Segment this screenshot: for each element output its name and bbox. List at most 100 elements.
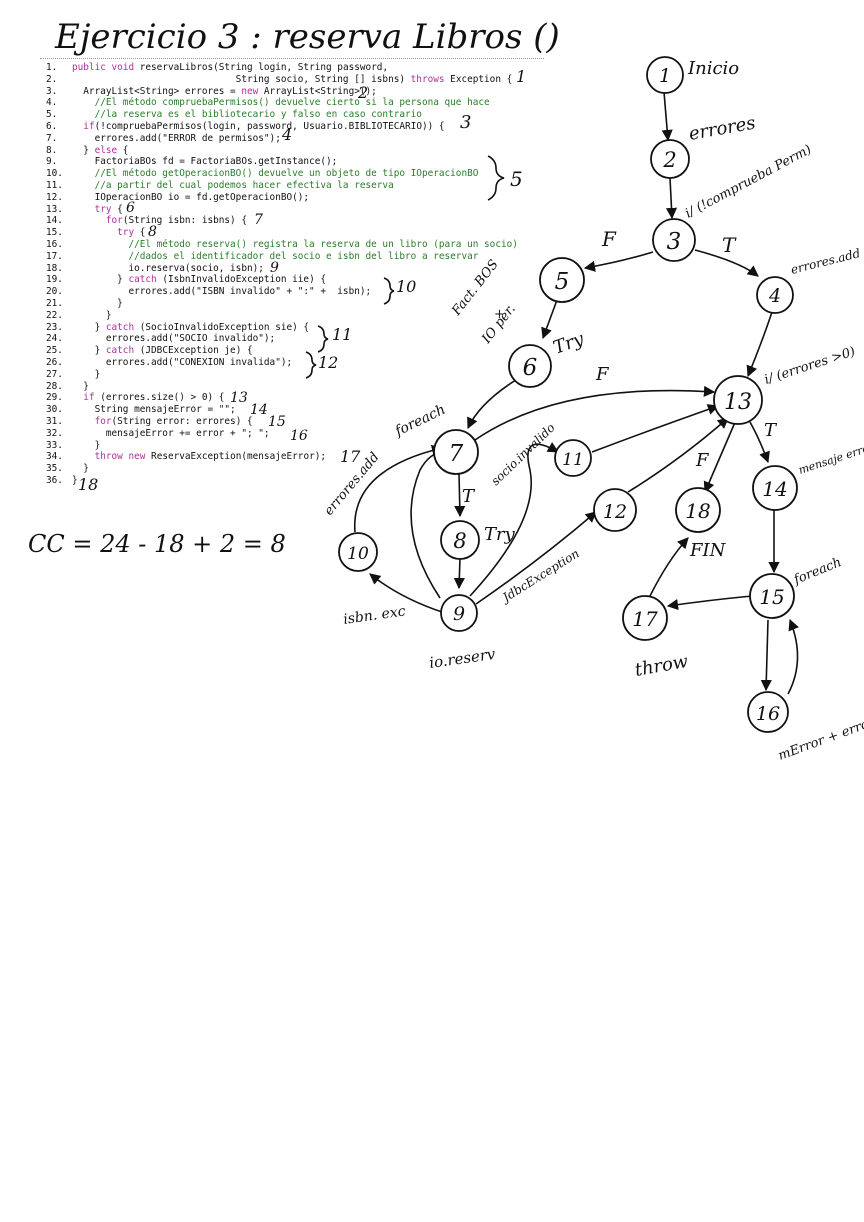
code-line: 24. errores.add("SOCIO invalido"); xyxy=(46,333,275,345)
line-number: 18. xyxy=(46,262,63,274)
line-text: ArrayList<String> errores = new ArrayLis… xyxy=(72,85,377,97)
edge-1-2 xyxy=(661,91,673,142)
svg-text:5: 5 xyxy=(555,269,570,295)
line-number: 2. xyxy=(46,73,58,85)
code-line: 22. } xyxy=(46,310,112,322)
line-text: io.reserva(socio, isbn); xyxy=(72,262,264,274)
edge-7-8 xyxy=(454,473,466,518)
code-line: 4. //El método compruebaPermisos() devue… xyxy=(46,97,490,109)
edge-11-13 xyxy=(591,404,720,453)
code-line: 1.public void reservaLibros(String login… xyxy=(46,62,388,74)
code-line: 30. String mensajeError = ""; xyxy=(46,404,236,416)
line-text: try { xyxy=(117,227,146,239)
margin-number: 4 xyxy=(281,125,292,144)
edge-4-13 xyxy=(746,311,773,378)
line-text: IOperacionBO io = fd.getOperacionBO(); xyxy=(72,191,310,203)
label-mensaje-error: mensaje error xyxy=(797,440,864,477)
label-if-errores: i/ (errores >0) xyxy=(763,344,858,388)
line-number: 29. xyxy=(46,392,63,404)
code-line: 27. } xyxy=(46,369,100,381)
edge-15-16 xyxy=(760,619,772,692)
code-line: 5. //la reserva es el bibliotecario y fa… xyxy=(46,109,422,121)
label-throw: throw xyxy=(633,651,690,681)
margin-number: 3 xyxy=(460,112,471,133)
line-number: 13. xyxy=(46,203,63,215)
line-number: 12. xyxy=(46,191,63,203)
label-inicio: Inicio xyxy=(687,58,739,79)
label-fin: FIN xyxy=(689,540,727,561)
edge-3-5 xyxy=(583,251,654,272)
node-4: 4 xyxy=(756,276,794,314)
margin-number: 2 xyxy=(357,83,368,102)
line-number: 27. xyxy=(46,368,63,380)
edge-7-13 xyxy=(474,385,716,441)
code-line: 15. try { xyxy=(46,227,145,239)
node-17: 17 xyxy=(622,595,668,641)
node-16: 16 xyxy=(747,691,789,733)
line-text: //El método getOperacionBO() devuelve un… xyxy=(72,168,479,180)
label-try6: Try xyxy=(551,328,588,359)
svg-text:10: 10 xyxy=(347,544,369,564)
line-text: errores.add("ISBN invalido" + ":" + isbn… xyxy=(72,286,372,298)
edge-13-18 xyxy=(703,419,737,494)
line-text: } xyxy=(72,475,78,486)
node-15: 15 xyxy=(749,573,795,619)
node-6: 6 xyxy=(508,344,552,388)
line-number: 4. xyxy=(46,97,58,109)
svg-text:7: 7 xyxy=(449,441,464,467)
line-text: } xyxy=(72,463,89,475)
svg-text:18: 18 xyxy=(685,499,710,523)
line-text: //a partir del cual podemos hacer efecti… xyxy=(72,180,394,191)
margin-number: 18 xyxy=(78,475,98,494)
code-line: 31. for(String error: errores) { xyxy=(46,416,253,428)
margin-number: 11 xyxy=(332,325,352,344)
line-number: 25. xyxy=(46,345,63,357)
label-foreach15: foreach xyxy=(791,555,844,588)
cc-formula: CC = 24 - 18 + 2 = 8 xyxy=(28,530,286,558)
label-t7: T xyxy=(462,486,476,507)
graph-edges xyxy=(354,91,799,695)
line-text: public void reservaLibros(String login, … xyxy=(72,62,389,73)
graph-nodes: 1 2 3 4 5 6 7 8 9 10 11 12 13 14 15 16 1… xyxy=(338,56,798,733)
line-text: if(!compruebaPermisos(login, password, U… xyxy=(83,121,445,132)
margin-number: 6 xyxy=(126,200,135,216)
svg-text:16: 16 xyxy=(756,703,780,725)
line-number: 31. xyxy=(46,416,63,427)
margin-number: 16 xyxy=(290,428,308,444)
line-text: for(String error: errores) { xyxy=(94,416,253,427)
line-text: } else { xyxy=(72,144,129,156)
brace xyxy=(383,277,395,305)
edge-8-9 xyxy=(453,557,465,590)
line-number: 15. xyxy=(46,227,63,239)
line-number: 32. xyxy=(46,427,63,439)
node-1: 1 xyxy=(646,56,684,94)
svg-text:12: 12 xyxy=(603,501,627,523)
svg-text:8: 8 xyxy=(453,529,466,553)
code-line: 34. throw new ReservaException(mensajeEr… xyxy=(46,451,326,463)
svg-text:9: 9 xyxy=(453,603,465,625)
code-line: 10. //El método getOperacionBO() devuelv… xyxy=(46,168,478,180)
line-text: if (errores.size() > 0) { xyxy=(83,392,225,404)
code-margin-numbers: 1 2 3 4 5 6 7 8 9 10 11 12 13 14 15 16 1… xyxy=(78,67,526,494)
line-text: } catch (SocioInvalidoException sie) { xyxy=(72,321,310,333)
margin-number: 14 xyxy=(250,402,268,418)
line-number: 14. xyxy=(46,215,63,227)
edge-10-7 xyxy=(354,444,444,533)
line-number: 11. xyxy=(46,180,63,191)
svg-text:6: 6 xyxy=(523,355,538,381)
line-text: } xyxy=(72,309,112,321)
line-number: 9. xyxy=(46,156,58,168)
edge-9-11 xyxy=(469,442,559,597)
code-line: 8. } else { xyxy=(46,145,128,157)
label-isbn-exc: isbn. exc xyxy=(342,603,406,628)
svg-text:11: 11 xyxy=(562,450,584,470)
code-line: 33. } xyxy=(46,440,100,452)
line-number: 35. xyxy=(46,463,63,475)
line-number: 16. xyxy=(46,239,63,250)
margin-number: 8 xyxy=(148,224,157,240)
margin-number: 5 xyxy=(510,167,523,191)
edge-9-10 xyxy=(369,573,443,613)
line-number: 22. xyxy=(46,309,63,321)
label-merror-error: mError + error xyxy=(776,715,864,764)
svg-text:17: 17 xyxy=(632,607,658,631)
